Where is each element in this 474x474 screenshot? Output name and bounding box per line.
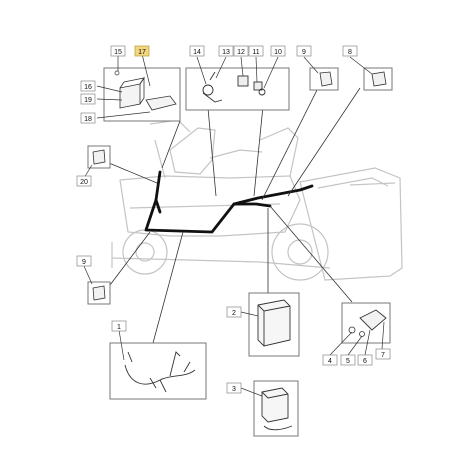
- callout-8-text: 8: [348, 49, 352, 56]
- callout-9-bottom[interactable]: 9: [76, 255, 92, 267]
- callout-20[interactable]: 20: [76, 175, 92, 187]
- callout-9-top-text: 9: [302, 49, 306, 56]
- callout-2[interactable]: 2: [226, 306, 242, 318]
- callout-13[interactable]: 13: [218, 45, 234, 57]
- callout-9-top[interactable]: 9: [296, 45, 312, 57]
- callout-1-text: 1: [117, 324, 121, 331]
- box-switch-9-bottom: [83, 265, 111, 305]
- callout-10[interactable]: 10: [270, 45, 286, 57]
- callout-15[interactable]: 15: [110, 45, 126, 57]
- callout-12-text: 12: [237, 49, 245, 56]
- callout-20-text: 20: [80, 179, 88, 186]
- callout-14-text: 14: [193, 49, 201, 56]
- callout-4[interactable]: 4: [322, 354, 338, 366]
- callout-2-text: 2: [232, 310, 236, 317]
- callout-19-text: 19: [84, 97, 92, 104]
- callout-3[interactable]: 3: [226, 382, 242, 394]
- callout-11[interactable]: 11: [248, 45, 264, 57]
- callout-16-text: 16: [84, 84, 92, 91]
- callout-14[interactable]: 14: [189, 45, 205, 57]
- callout-18-text: 18: [84, 116, 92, 123]
- board-part: [145, 95, 177, 111]
- callout-11-text: 11: [252, 49, 259, 56]
- callout-8[interactable]: 8: [342, 45, 358, 57]
- leader-lines: [103, 87, 361, 344]
- callout-17[interactable]: 17: [134, 45, 150, 57]
- callout-5[interactable]: 5: [340, 354, 356, 366]
- relay-part: [119, 83, 141, 109]
- box-switch-20: [83, 145, 111, 179]
- box-switch-9-top: [303, 56, 339, 91]
- callout-9-bottom-text: 9: [82, 259, 86, 266]
- callout-6[interactable]: 6: [357, 354, 373, 366]
- box-seat-switch: [329, 302, 391, 356]
- callout-6-text: 6: [363, 358, 367, 365]
- box-electronics: [96, 53, 181, 122]
- callout-1[interactable]: 1: [111, 320, 127, 332]
- callout-15-text: 15: [114, 49, 122, 56]
- callout-16[interactable]: 16: [80, 80, 96, 92]
- callout-10-text: 10: [274, 49, 282, 56]
- callout-19[interactable]: 19: [80, 93, 96, 105]
- box-ignition: [185, 56, 290, 111]
- connector-part-11: [253, 81, 266, 96]
- connector-part-12: [237, 75, 249, 87]
- box-battery: [240, 292, 300, 357]
- callout-3-text: 3: [232, 386, 236, 393]
- callout-4-text: 4: [328, 358, 332, 365]
- key-switch-part: [202, 71, 223, 103]
- callout-labels: 15 17 16 19 18 14 13 12: [76, 45, 391, 394]
- callout-12[interactable]: 12: [233, 45, 249, 57]
- callout-17-text: 17: [138, 49, 146, 56]
- wiring-harness: [144, 170, 314, 234]
- callout-7-text: 7: [381, 352, 385, 359]
- box-switch-8: [349, 56, 393, 91]
- callout-18[interactable]: 18: [80, 112, 96, 124]
- box-charger: [240, 380, 299, 437]
- box-harness-loom: [109, 329, 207, 400]
- callout-7[interactable]: 7: [375, 348, 391, 360]
- callout-5-text: 5: [346, 358, 350, 365]
- callout-13-text: 13: [222, 49, 230, 56]
